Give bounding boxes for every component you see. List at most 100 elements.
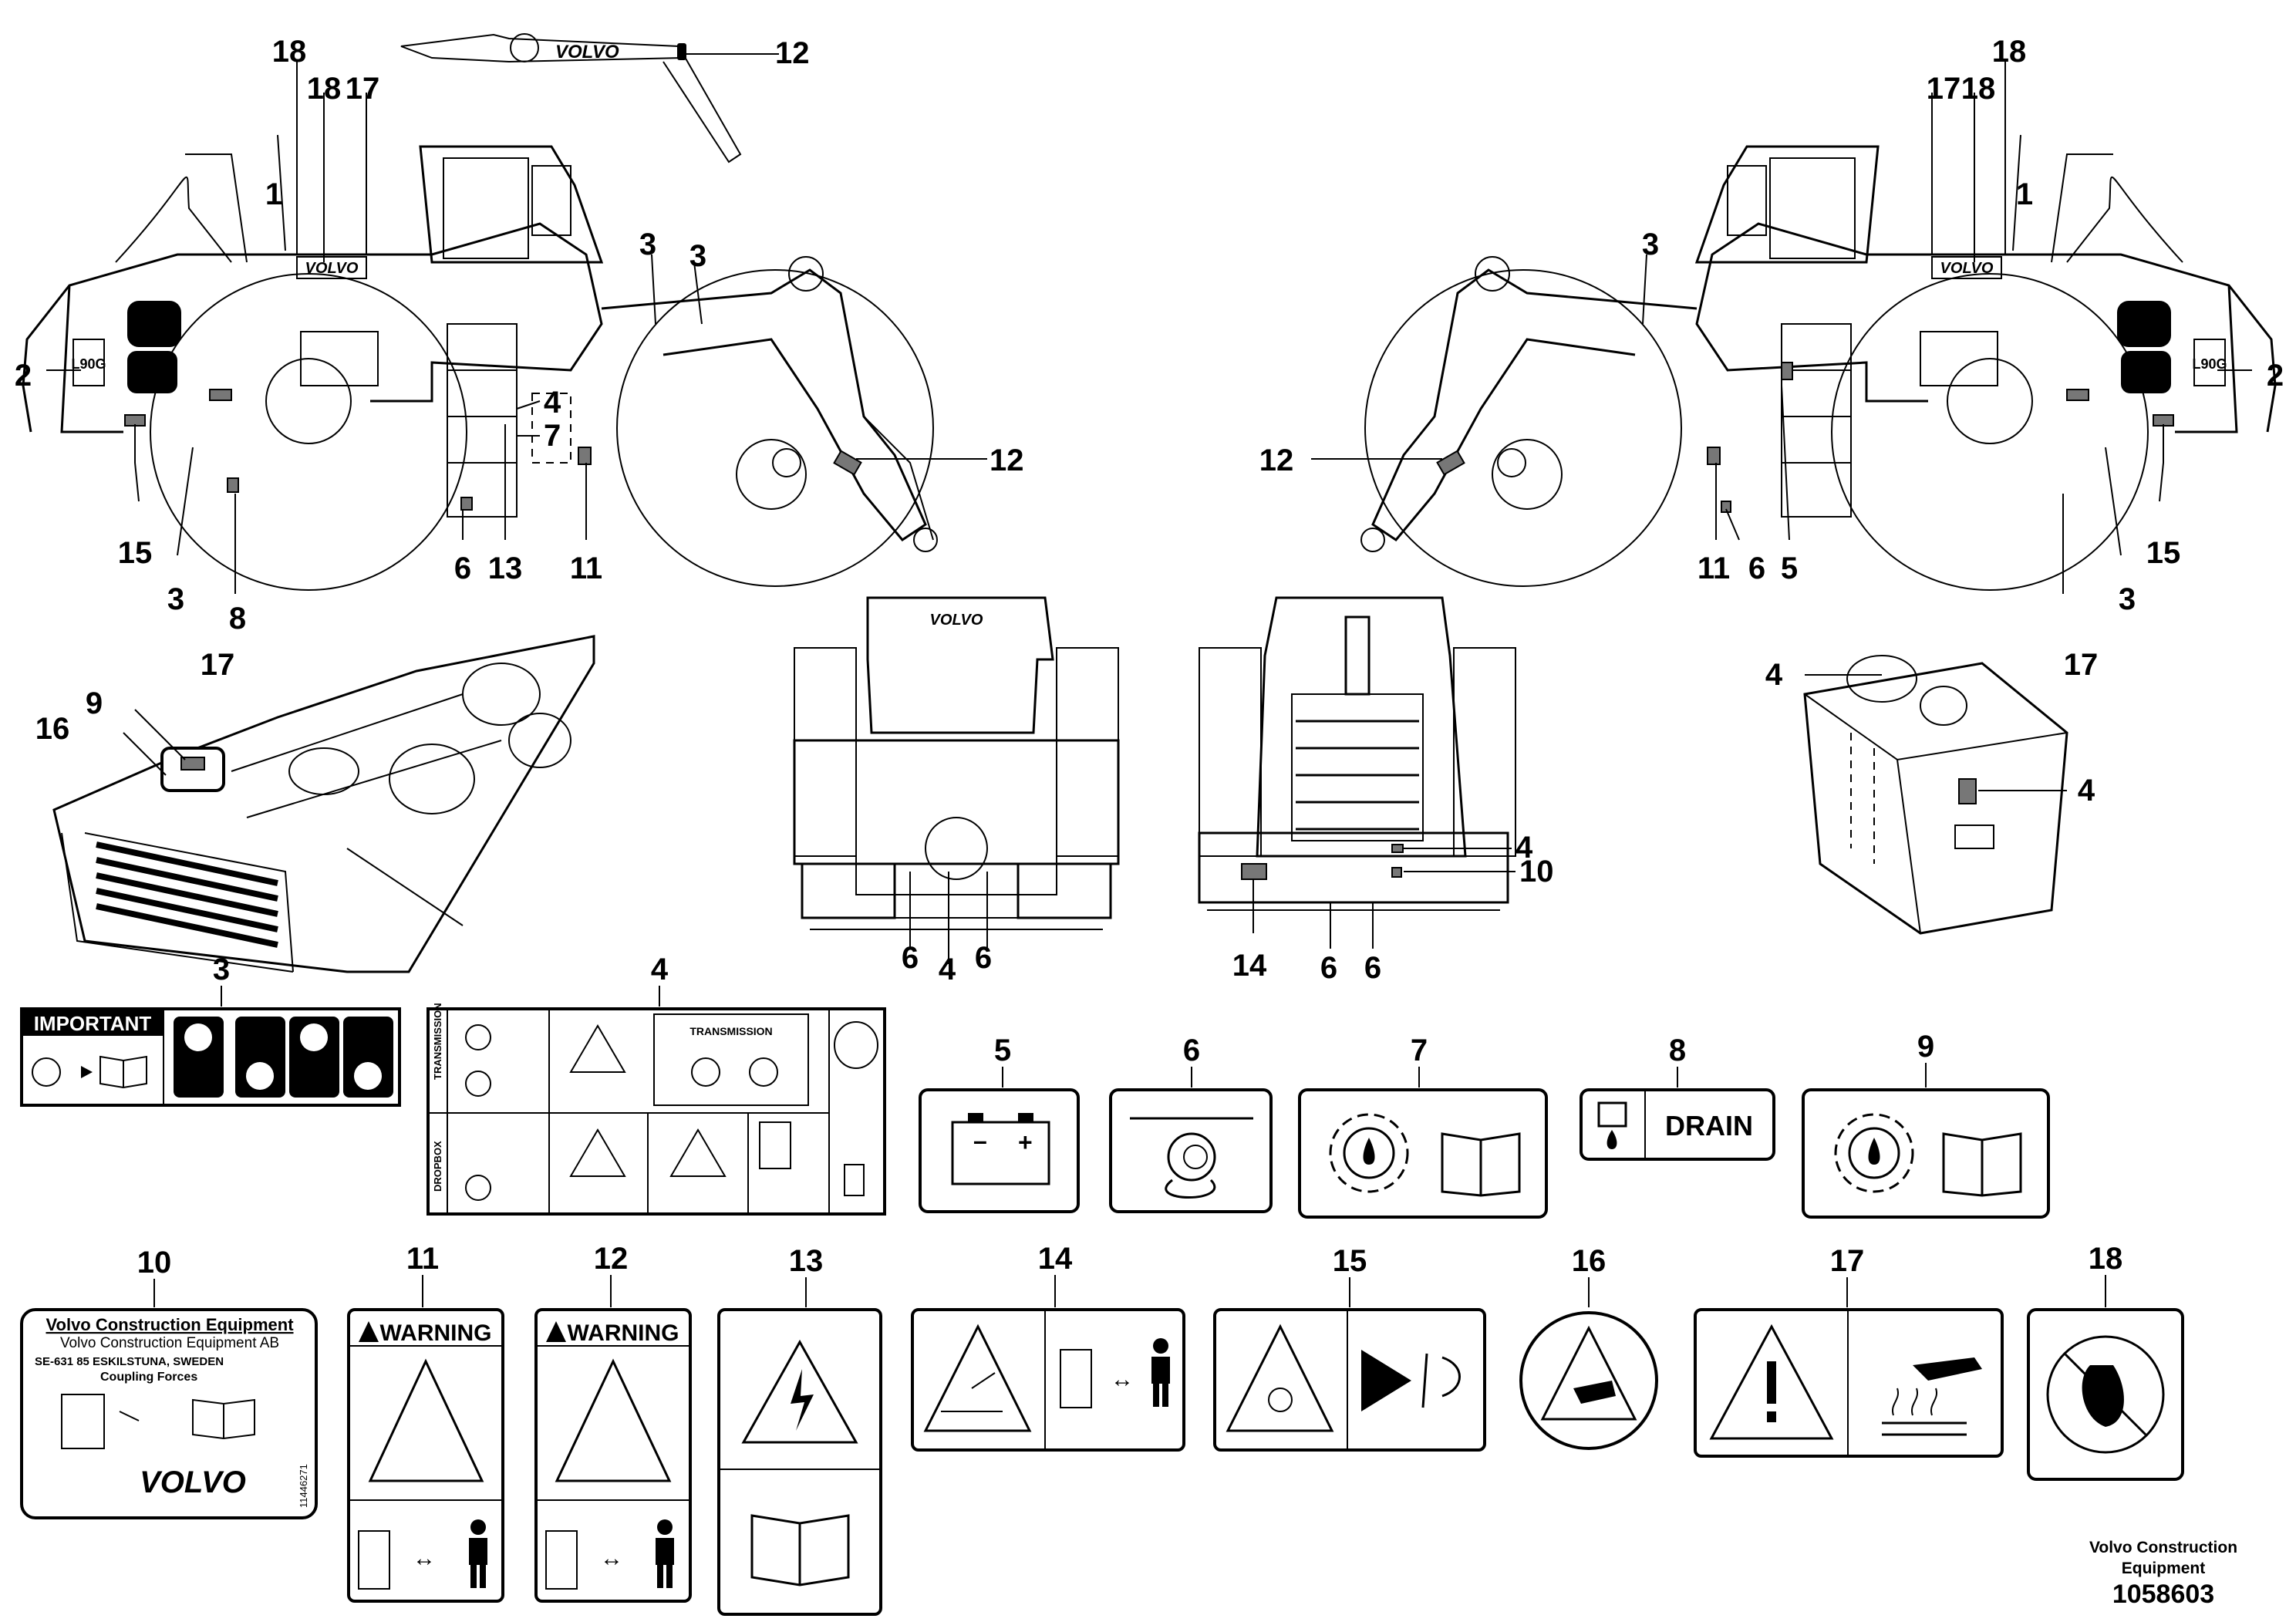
decal-9: 9 xyxy=(1802,1030,2050,1219)
document-number: 1058603 xyxy=(2112,1580,2214,1609)
warning-label: WARNING xyxy=(380,1320,492,1346)
engine-compartment-view: 9 16 xyxy=(35,635,595,973)
decal-number: 6 xyxy=(1183,1034,1200,1067)
book-manual-icon xyxy=(1942,1132,2022,1197)
decal-number: 16 xyxy=(1572,1244,1607,1278)
decal-number: 10 xyxy=(137,1246,172,1280)
callout: 15 xyxy=(118,536,153,570)
warning-triangle-icon xyxy=(741,1339,858,1444)
decal-number: 8 xyxy=(1669,1034,1686,1067)
battery-icon: – + xyxy=(951,1113,1050,1185)
decal-13: 13 xyxy=(717,1244,882,1616)
important-header: IMPORTANT xyxy=(34,1012,152,1035)
decal-8: 8 DRAIN xyxy=(1580,1034,1775,1161)
decal-number: 4 xyxy=(651,953,669,986)
lifting-hook-icon xyxy=(1165,1132,1216,1199)
decal-12: 12 WARNING ↔ xyxy=(534,1242,692,1603)
decal-number: 15 xyxy=(1333,1244,1367,1278)
svg-text:↔: ↔ xyxy=(600,1546,623,1571)
callout: 18 xyxy=(307,72,342,106)
callout: 18 xyxy=(272,35,307,69)
callout: 12 xyxy=(775,36,810,70)
callout: 6 xyxy=(1320,951,1337,985)
decal-6: 6 xyxy=(1109,1034,1273,1213)
decal-number: 18 xyxy=(2089,1242,2123,1276)
callout: 4 xyxy=(939,953,956,986)
callout: 6 xyxy=(454,551,471,585)
decal-14: 14 ↔ xyxy=(911,1242,1185,1452)
callout: 17 xyxy=(1927,72,1961,106)
callout: 2 xyxy=(2267,359,2284,393)
callout: 4 xyxy=(2078,774,2095,808)
callout: 4 xyxy=(544,386,561,420)
loader-left-view: VOLVO L90G VOLVO xyxy=(15,33,1024,682)
person-icon xyxy=(1151,1338,1170,1407)
book-manual-icon xyxy=(192,1398,255,1440)
warning-triangle-icon xyxy=(923,1324,1032,1432)
boom-logo: VOLVO xyxy=(555,42,619,62)
warning-triangle-icon xyxy=(569,1024,727,1177)
body-logo: VOLVO xyxy=(1940,260,1994,277)
callout: 17 xyxy=(2064,648,2099,682)
decal-7: 7 xyxy=(1298,1034,1548,1219)
rear-view: 4 10 14 6 6 xyxy=(1198,596,1554,985)
callout: 3 xyxy=(167,582,184,616)
person-icon xyxy=(656,1519,674,1588)
svg-text:↔: ↔ xyxy=(1111,1367,1134,1392)
volvo-logo: VOLVO xyxy=(140,1465,246,1499)
callout: 3 xyxy=(639,228,656,261)
decal-18: 18 xyxy=(2027,1242,2184,1481)
callout: 12 xyxy=(990,443,1024,477)
decal-number: 14 xyxy=(1038,1242,1073,1276)
person-icon xyxy=(469,1519,487,1588)
callout: 18 xyxy=(1992,35,2027,69)
warning-triangle-icon xyxy=(555,1358,672,1482)
footer: Volvo Construction Equipment 1058603 xyxy=(2089,1539,2237,1609)
decal-11: 11 WARNING ↔ xyxy=(347,1242,504,1603)
model-badge: L90G xyxy=(2192,356,2227,372)
callout: 6 xyxy=(902,941,919,975)
book-manual-icon xyxy=(1441,1132,1521,1197)
book-manual-icon xyxy=(750,1514,850,1587)
callout: 13 xyxy=(488,551,523,585)
warning-triangle-icon xyxy=(368,1358,484,1482)
decal-number: 9 xyxy=(1917,1030,1934,1064)
callout: 7 xyxy=(544,419,561,453)
callout: 10 xyxy=(1519,855,1554,889)
decal-17: 17 xyxy=(1694,1244,2004,1458)
callout: 3 xyxy=(2119,582,2136,616)
gear-drop-icon xyxy=(465,1024,778,1201)
decal-number: 3 xyxy=(213,953,230,986)
coupling-forces-label: Coupling Forces xyxy=(100,1371,197,1384)
callout: 18 xyxy=(1961,72,1996,106)
gear-drop-icon xyxy=(1329,1113,1409,1193)
warning-triangle-icon xyxy=(1709,1324,1834,1440)
company-name: Volvo Construction Equipment AB xyxy=(60,1335,279,1351)
svg-text:+: + xyxy=(1018,1128,1033,1156)
warning-triangle-icon xyxy=(1540,1325,1637,1421)
drain-label: DRAIN xyxy=(1665,1110,1753,1141)
company-line-2: Equipment xyxy=(2122,1560,2206,1577)
callout: 17 xyxy=(201,648,235,682)
dropbox-label: DROPBOX xyxy=(432,1141,443,1192)
decal-number: 13 xyxy=(789,1244,824,1278)
callout: 3 xyxy=(1642,228,1659,261)
callout: 1 xyxy=(265,177,282,211)
front-view: VOLVO 6 4 6 xyxy=(793,596,1120,986)
callout: 5 xyxy=(1781,551,1798,585)
callout: 14 xyxy=(1232,949,1267,983)
callout: 15 xyxy=(2146,536,2181,570)
front-logo: VOLVO xyxy=(930,612,983,629)
part-number: 11446271 xyxy=(298,1464,309,1508)
loader-right-view: L90G VOLVO 18 17 18 1 2 15 3 17 11 6 5 1… xyxy=(1259,35,2284,682)
callout: 3 xyxy=(689,239,706,273)
callout: 6 xyxy=(975,941,992,975)
callout: 17 xyxy=(346,72,380,106)
decal-number: 5 xyxy=(994,1034,1011,1067)
decal-number: 12 xyxy=(594,1242,629,1276)
decal-number: 7 xyxy=(1411,1034,1428,1067)
callout: 2 xyxy=(15,359,32,393)
no-step-icon xyxy=(2046,1335,2165,1454)
decal-4: 4 TRANSMISSION TRANSMISSION DROPBOX xyxy=(426,953,886,1216)
